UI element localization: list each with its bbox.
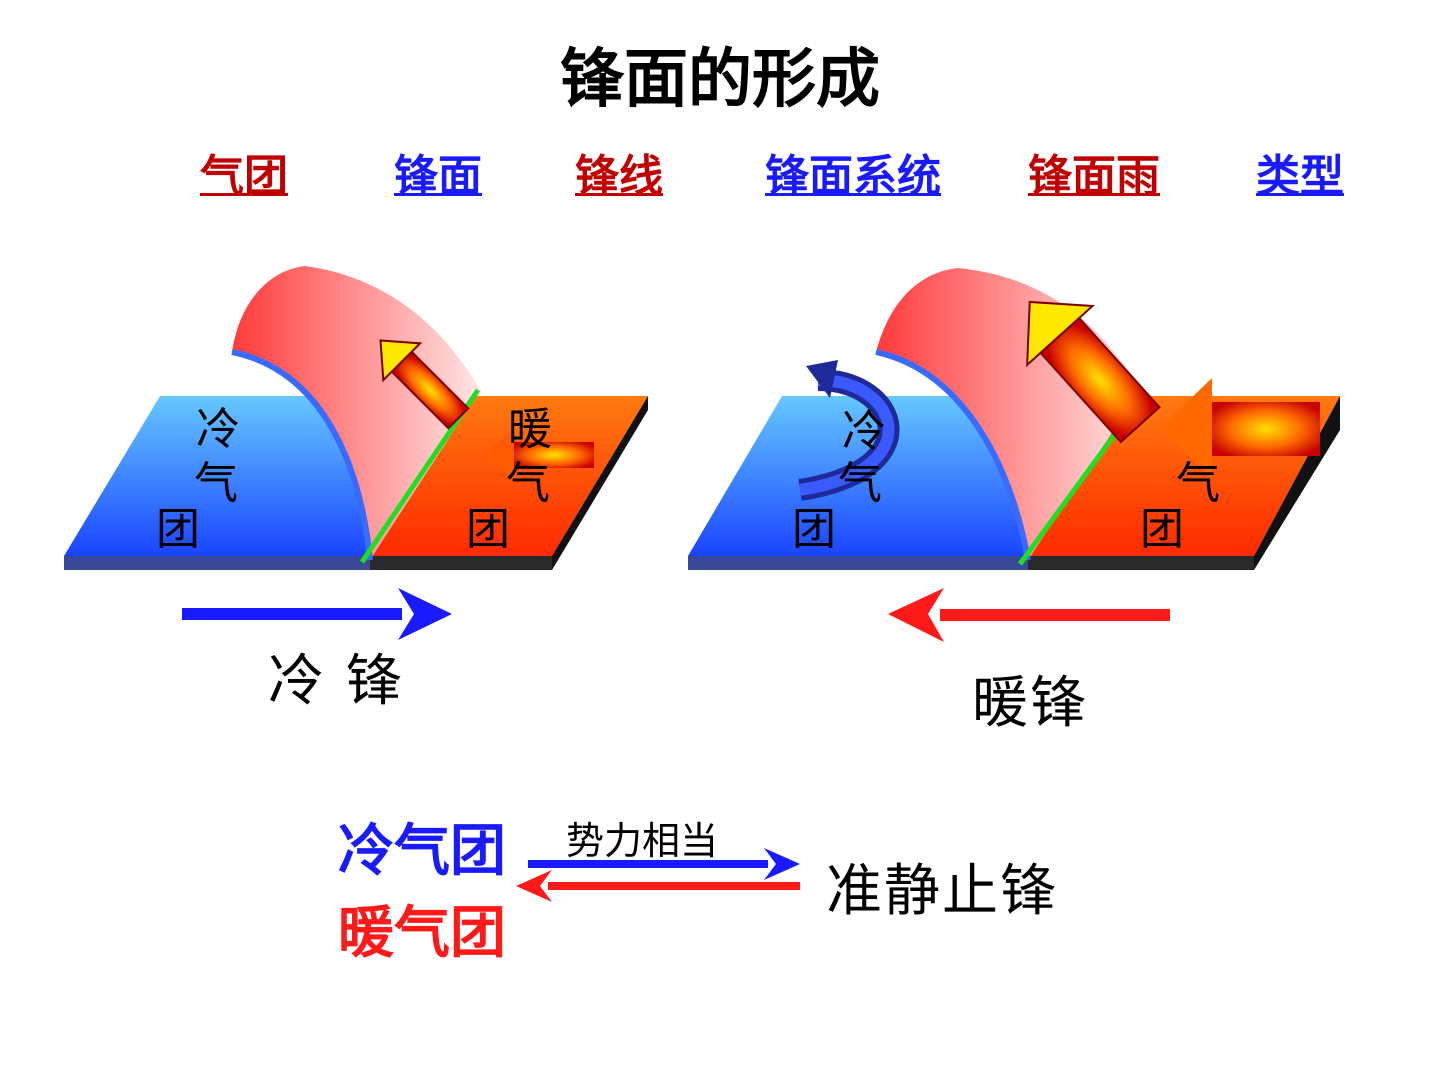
stationary-front-label: 准静止锋 (826, 859, 1058, 924)
cold-air-label-2: 气 (194, 458, 238, 509)
cold-air-label-2: 气 (838, 458, 882, 509)
stationary-arrows (516, 848, 800, 902)
cold-slab-edge (64, 556, 370, 570)
warm-air-label-2: 气 (1176, 458, 1220, 509)
cold-air-label-3: 团 (156, 504, 200, 555)
cold-air-label-1: 冷 (196, 404, 240, 455)
nav-link-front-system[interactable]: 锋面系统 (765, 151, 941, 202)
warm-air-wedge (232, 266, 480, 560)
nav-link-frontal-rain[interactable]: 锋面雨 (1028, 151, 1160, 202)
cold-front-move-arrow (182, 588, 452, 640)
warm-front-diagram (688, 268, 1340, 642)
front-surface-edge (231, 349, 373, 561)
rising-air-arrow (1026, 300, 1161, 444)
cold-slab-edge (688, 556, 1028, 570)
warm-slab-edge (370, 556, 552, 570)
warm-air-label-3: 团 (466, 504, 510, 555)
cold-front-caption: 冷 锋 (268, 649, 404, 714)
nav-link-types[interactable]: 类型 (1256, 151, 1344, 202)
nav-link-front-line[interactable]: 锋线 (575, 151, 663, 202)
page-title: 锋面的形成 (560, 43, 880, 117)
advancing-air-arrow (1160, 378, 1320, 478)
advancing-air-arrow (482, 430, 594, 480)
warm-air-label-2: 气 (506, 458, 550, 509)
rising-air-arrow (379, 339, 470, 430)
stationary-cold-air: 冷气团 (338, 819, 506, 884)
warm-air-label-1: 暖 (508, 404, 552, 455)
front-surface-edge (875, 349, 1031, 561)
retreating-cold-air-arrow (798, 360, 900, 501)
nav-link-front-surface[interactable]: 锋面 (394, 151, 482, 202)
cold-air-label-3: 团 (792, 504, 836, 555)
warm-slab-edge (1028, 556, 1254, 570)
warm-front-caption: 暖锋 (972, 671, 1088, 736)
stationary-warm-air: 暖气团 (338, 901, 506, 966)
warm-front-move-arrow (888, 588, 1170, 642)
cold-air-slab (64, 396, 370, 556)
warm-air-label-3: 团 (1140, 504, 1184, 555)
stationary-condition: 势力相当 (566, 819, 719, 863)
warm-slab-side (552, 396, 648, 570)
cold-air-label-1: 冷 (842, 406, 886, 457)
nav-link-air-mass[interactable]: 气团 (200, 151, 288, 202)
cold-front-diagram (64, 266, 648, 640)
